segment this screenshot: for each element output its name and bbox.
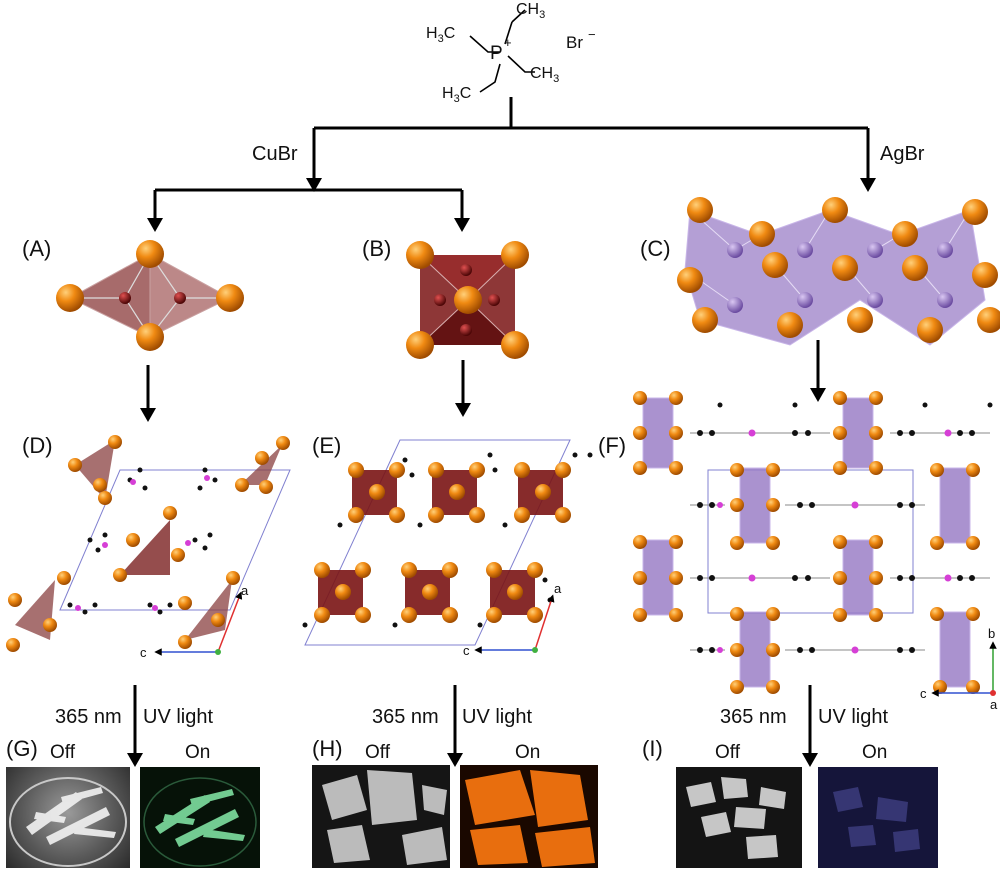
axis-d-c: c: [140, 645, 147, 660]
panel-label-h: (H): [312, 736, 343, 761]
molecule-counterion: Br: [566, 33, 583, 52]
state-off-i: Off: [715, 742, 740, 763]
photo-i-off: [676, 767, 802, 868]
state-off-g: Off: [50, 742, 75, 763]
reagent-agbr: AgBr: [880, 143, 925, 165]
panel-label-b: (B): [362, 236, 392, 261]
structure-a-dimer: [56, 240, 244, 351]
uv-wavelength-h: 365 nm: [372, 706, 439, 728]
uv-arrows: [127, 685, 818, 767]
uv-wavelength-g: 365 nm: [55, 706, 122, 728]
structure-c-chain: [677, 197, 1000, 346]
panel-label-d: (D): [22, 433, 53, 458]
lattice-f: [633, 391, 997, 697]
axis-e-c: c: [463, 643, 470, 658]
structure-arrows: [140, 340, 826, 422]
reaction-tree: [153, 97, 870, 220]
reagent-cubr: CuBr: [252, 143, 298, 165]
uv-wavelength-i: 365 nm: [720, 706, 787, 728]
photo-h-off: [312, 765, 450, 868]
photo-h-on: [460, 765, 598, 868]
lattice-d: [6, 435, 291, 656]
molecule-ch3-right: CH3: [530, 65, 560, 86]
molecule-phosphorus: P: [490, 43, 503, 64]
molecule-charge: +: [504, 35, 512, 50]
uv-light-i: UV light: [818, 706, 889, 728]
axis-f-a: a: [990, 697, 998, 712]
photo-g-off: [6, 767, 130, 868]
molecule-bonds: [469, 9, 535, 93]
panel-label-g: (G): [6, 736, 38, 761]
state-on-g: On: [185, 742, 211, 763]
panel-label-e: (E): [312, 433, 342, 458]
molecule-h3c-top-left: H3C: [426, 25, 456, 46]
molecule-ch3-top: CH3: [516, 1, 546, 22]
photo-i-on: [818, 767, 938, 868]
panel-label-c: (C): [640, 236, 671, 261]
tree-arrowheads: [147, 178, 876, 232]
axis-e-a: a: [554, 581, 562, 596]
state-on-h: On: [515, 742, 541, 763]
uv-light-h: UV light: [462, 706, 533, 728]
molecule-counterion-charge: −: [588, 27, 596, 42]
panel-label-a: (A): [22, 236, 52, 261]
state-off-h: Off: [365, 742, 390, 763]
state-on-i: On: [862, 742, 888, 763]
axis-f-b: b: [988, 626, 996, 641]
panel-label-f: (F): [598, 433, 627, 458]
molecule-h3c-bottom: H3C: [442, 85, 472, 106]
photo-g-on: [140, 767, 260, 868]
panel-label-i: (I): [642, 736, 663, 761]
uv-light-g: UV light: [143, 706, 214, 728]
axis-d-a: a: [241, 583, 249, 598]
lattice-e: [302, 439, 593, 654]
structure-b-cluster: [406, 241, 529, 359]
axis-f-c: c: [920, 686, 927, 701]
